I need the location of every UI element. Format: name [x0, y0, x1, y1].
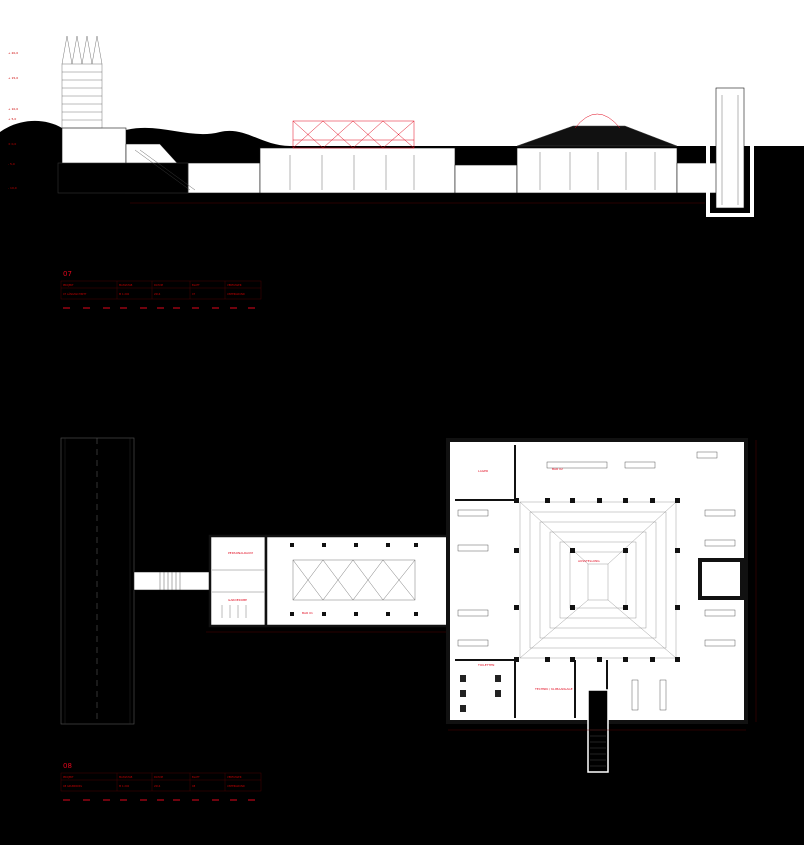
plan-tb-header: VERFASSER [227, 775, 242, 779]
level-marker: - 5,0 [8, 162, 15, 166]
plan-tb-header: DATUM [154, 775, 163, 779]
plan-tb-value: M 1:200 [119, 784, 130, 788]
plan-tb-header: MASSSTAB [119, 775, 133, 779]
section-title-block [60, 280, 262, 300]
section-tb-value: 07 LÄNGSSCHNITT [63, 291, 87, 296]
columns-hall [514, 498, 680, 662]
room-label: BAR 02 [552, 467, 563, 471]
road [60, 437, 135, 725]
section-tb-header: DATUM [154, 283, 163, 287]
wing-details [212, 559, 416, 618]
section-details [134, 95, 739, 205]
plan-dimension-lines [206, 440, 757, 731]
plan-tb-value: 08 GRUNDRISS [63, 784, 82, 788]
level-markers: + 20,0 + 15,0 + 10,0 + 5,0 ± 0,0 - 5,0 -… [8, 51, 18, 190]
level-marker: + 5,0 [8, 117, 16, 121]
section-tb-value: M 1:200 [119, 292, 130, 296]
section-number: 07 [63, 270, 72, 278]
section-tb-header: BLATT [192, 283, 200, 287]
level-marker: + 15,0 [8, 76, 18, 80]
plan-number: 08 [63, 762, 72, 770]
toilet-fixtures [460, 675, 501, 712]
room-label: PERSONALRAUM [228, 551, 253, 555]
longitudinal-section [57, 87, 745, 209]
plan-title-block [60, 772, 262, 792]
level-marker: ± 0,0 [8, 142, 16, 146]
skylight-arch [574, 113, 621, 129]
level-marker: + 10,0 [8, 107, 18, 111]
elevator-tower [706, 78, 754, 217]
plan-tb-header: BLATT [192, 775, 200, 779]
section-tb-value: UNTERGRUND [227, 292, 245, 296]
room-label: LAGER [478, 469, 488, 473]
section-tb-value: 07 [192, 292, 196, 296]
plan-tb-header: PROJEKT [63, 775, 74, 779]
entrance-corridor [133, 571, 215, 591]
tower-structure [61, 35, 103, 129]
display-tables [457, 451, 736, 711]
corridor-wing [264, 534, 452, 628]
room-label: TECHNIK / KLIMAANLAGE [534, 687, 573, 691]
section-sky [0, 0, 804, 146]
level-marker: - 10,0 [8, 186, 17, 190]
glass-pavilion [292, 120, 415, 149]
room-label: TOILETTEN [477, 663, 494, 667]
entrance-stairs [159, 572, 181, 590]
exit-stair [587, 689, 609, 773]
section-tb-header: VERFASSER [227, 283, 242, 287]
plan-tb-value: 08 [192, 784, 196, 788]
level-marker: + 20,0 [8, 51, 18, 55]
room-label: BAR 01 [302, 611, 313, 615]
plan-tb-value: UNTERGRUND [227, 784, 245, 788]
section-tb-header: PROJEKT [63, 283, 74, 287]
plan-tb-value: 2014 [154, 784, 161, 788]
pyramid-ceiling [519, 501, 677, 659]
section-tb-header: MASSSTAB [119, 283, 133, 287]
room-label: GARDEROBE [228, 598, 247, 602]
room-label: AUSSTELLUNG [578, 559, 600, 563]
pyramid-roof [516, 125, 678, 147]
terrain-profile [0, 120, 290, 146]
columns-wing [290, 543, 418, 616]
section-tb-value: 2014 [154, 292, 161, 296]
